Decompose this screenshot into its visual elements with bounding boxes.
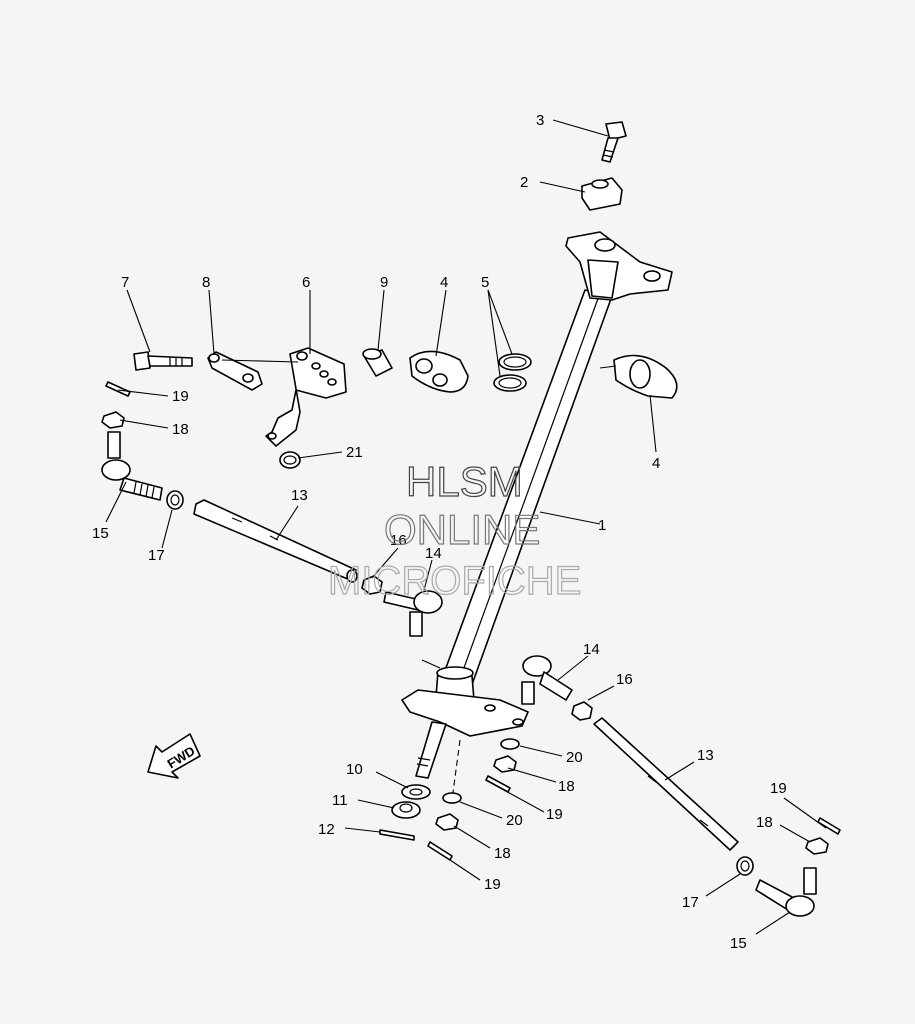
callout-9: 9 <box>380 274 388 291</box>
callout-20-lower: 20 <box>506 812 523 829</box>
callout-19-center-upper: 19 <box>546 806 563 823</box>
callout-8: 8 <box>202 274 210 291</box>
cotter-pin-center-lower <box>427 841 453 861</box>
bushing-half-right <box>613 354 678 399</box>
castle-nut-center-lower <box>435 813 459 831</box>
nut-11 <box>391 801 421 819</box>
callout-10: 10 <box>346 761 363 778</box>
shaft-top-bracket <box>565 231 673 301</box>
washer-10 <box>401 784 431 800</box>
tie-rod-end-inner-left <box>383 590 443 637</box>
callout-13-right: 13 <box>697 747 714 764</box>
callout-18-right: 18 <box>756 814 773 831</box>
callout-14-right: 14 <box>583 641 600 658</box>
callout-18-center-upper: 18 <box>558 778 575 795</box>
callout-18-left: 18 <box>172 421 189 438</box>
watermark: HLSM ONLINE MICROFICHE <box>327 457 582 603</box>
upper-clamp <box>581 177 623 211</box>
lock-nut-left <box>166 490 184 510</box>
callout-2: 2 <box>520 174 528 191</box>
cotter-pin-left-upper <box>105 381 131 397</box>
callout-19-right: 19 <box>770 780 787 797</box>
castle-nut-right <box>805 837 829 855</box>
tie-rod-left <box>193 499 358 583</box>
watermark-line-3: MICROFICHE <box>328 559 581 603</box>
cotter-pin-center-upper <box>485 775 511 793</box>
callout-16-right: 16 <box>616 671 633 688</box>
callout-16-left: 16 <box>390 532 407 549</box>
callout-3: 3 <box>536 112 544 129</box>
cotter-pin-12 <box>379 829 415 841</box>
callout-4-upper: 4 <box>440 274 448 291</box>
callout-14-left: 14 <box>425 545 442 562</box>
callout-1: 1 <box>598 517 606 534</box>
bushing-half-left <box>409 350 469 393</box>
fwd-arrow-icon: FWD <box>147 733 201 779</box>
lock-nut-right <box>736 856 754 876</box>
callout-7: 7 <box>121 274 129 291</box>
collar <box>362 348 393 377</box>
steering-bracket <box>265 347 347 447</box>
callout-5: 5 <box>481 274 489 291</box>
callout-19-center-lower: 19 <box>484 876 501 893</box>
bracket-bushing <box>279 451 301 469</box>
castle-nut-left <box>101 411 125 429</box>
cotter-pin-right <box>817 817 841 835</box>
callout-13-left: 13 <box>291 487 308 504</box>
callout-17-left: 17 <box>148 547 165 564</box>
callout-15-left: 15 <box>92 525 109 542</box>
nut-right-inner <box>571 701 593 721</box>
callout-21: 21 <box>346 444 363 461</box>
callout-20-upper: 20 <box>566 749 583 766</box>
washer-20-upper <box>500 738 520 750</box>
callout-4-right: 4 <box>652 455 660 472</box>
tie-rod-end-left <box>101 431 163 501</box>
callout-19-left: 19 <box>172 388 189 405</box>
steering-shaft <box>401 289 613 801</box>
watermark-line-2: ONLINE <box>384 506 540 553</box>
callout-11: 11 <box>332 792 348 809</box>
callout-12: 12 <box>318 821 335 838</box>
upper-bolt <box>601 121 627 163</box>
tie-rod-right <box>593 717 739 851</box>
tie-rod-end-right <box>755 867 817 917</box>
washer-20-lower <box>442 792 462 804</box>
watermark-line-1: HLSM <box>406 458 523 505</box>
callout-6: 6 <box>302 274 310 291</box>
callout-18-center-lower: 18 <box>494 845 511 862</box>
link-plate <box>207 351 299 391</box>
tie-rod-end-inner-right <box>521 655 573 705</box>
callout-15-right: 15 <box>730 935 747 952</box>
link-bolt <box>133 351 193 371</box>
circlips <box>493 353 532 392</box>
callout-labels: 1 2 3 4 4 5 6 7 8 9 10 11 12 13 13 14 14… <box>92 112 787 952</box>
callout-17-right: 17 <box>682 894 699 911</box>
leader-lines <box>105 119 827 935</box>
